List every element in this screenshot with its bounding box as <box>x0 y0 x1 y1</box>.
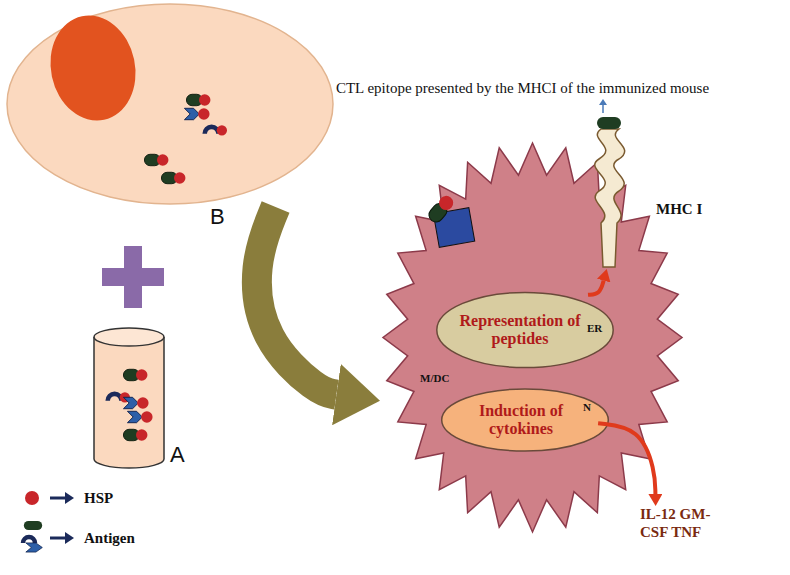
cytokine-text: IL-12 GM-CSF TNF <box>640 505 718 541</box>
caption-note: CTL epitope presented by the MHCI of the… <box>260 80 785 97</box>
receptor <box>423 189 475 248</box>
organelle-ellipse: Induction of cytokinesN <box>440 387 610 453</box>
legend-text: HSP <box>84 490 113 507</box>
legend-sample <box>18 479 78 517</box>
organelle-ellipse: Representation of peptidesER <box>435 290 615 370</box>
plus-sign <box>102 246 164 308</box>
organelle-label: N <box>583 401 591 414</box>
leader-arrow <box>599 99 607 113</box>
cytokine-list: IL-12 GM-CSF TNF <box>640 505 718 541</box>
mhc-molecule: MHC I <box>575 115 645 270</box>
dendritic-cell: M/DC Representation of peptidesER Inductio… <box>380 140 685 535</box>
tube-a-outline <box>90 325 168 470</box>
red-arrow <box>598 423 655 494</box>
legend-text: Antigen <box>84 530 135 547</box>
flow-arrow <box>257 207 336 395</box>
panel-letter: A <box>170 443 185 467</box>
mhc-molecule-outline <box>575 115 645 270</box>
molecule-label: MHC I <box>653 201 705 218</box>
legend-sample <box>18 519 78 557</box>
organelle-label: ER <box>587 322 602 335</box>
process-text: Representation of peptides <box>455 312 585 349</box>
cell-label: M/DC <box>420 372 449 385</box>
red-arrow <box>588 281 604 295</box>
process-text: Induction of cytokines <box>462 402 580 439</box>
legend-antigen: Antigen <box>18 518 135 558</box>
cell-b: B <box>5 2 335 207</box>
cell-b-outline <box>5 2 335 207</box>
legend-hsp: HSP <box>18 478 135 518</box>
tube-a: A <box>90 325 168 470</box>
panel-letter: B <box>210 205 225 229</box>
